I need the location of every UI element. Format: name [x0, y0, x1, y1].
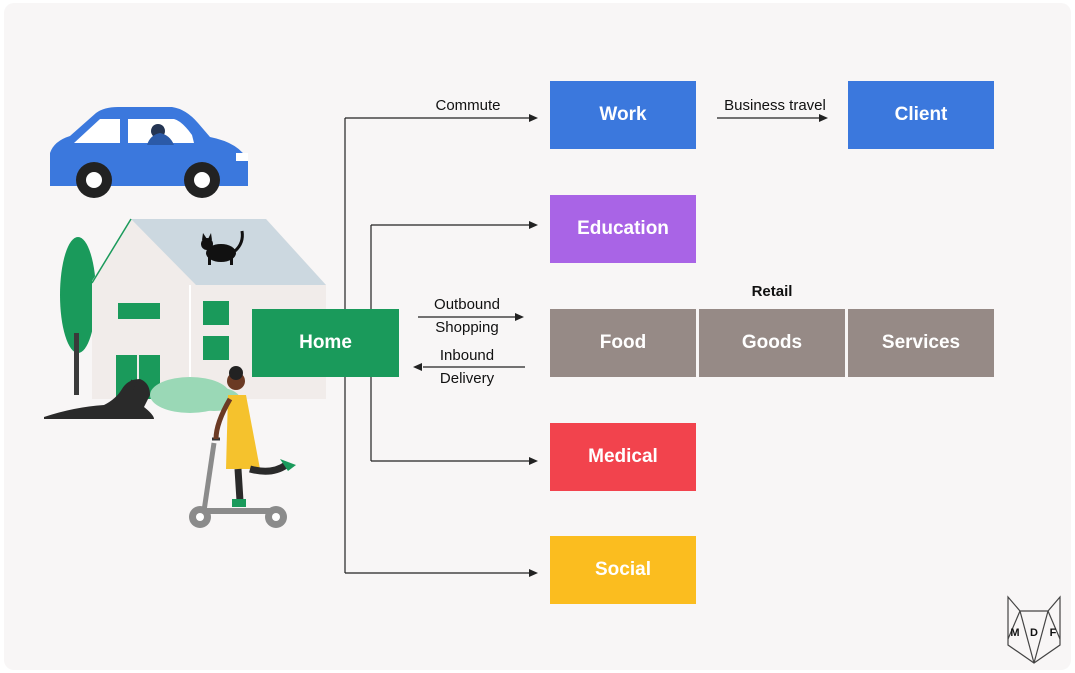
edge-label-inbound: Inbound [439, 347, 495, 364]
dog-illustration [44, 379, 154, 419]
work-node: Work [550, 81, 696, 149]
logo-letter-f: F [1049, 627, 1057, 639]
logo-letter-d: D [1030, 627, 1038, 639]
edge-label-commute: Commute [435, 97, 501, 114]
scooter-rider-illustration [189, 366, 296, 528]
retail-title: Retail [751, 283, 793, 300]
social-node: Social [550, 536, 696, 604]
tree-illustration [60, 237, 96, 395]
diagram-canvas: M D F Home Work Client Education Retail … [4, 3, 1071, 670]
edge-label-shopping: Shopping [435, 319, 499, 336]
goods-node: Goods [699, 309, 845, 377]
client-node: Client [848, 81, 994, 149]
car-illustration [50, 107, 248, 198]
cat-illustration [201, 230, 244, 265]
services-node: Services [848, 309, 994, 377]
home-node: Home [252, 309, 399, 377]
medical-node: Medical [550, 423, 696, 491]
edge-label-delivery: Delivery [439, 370, 495, 387]
logo-letter-m: M [1010, 627, 1020, 639]
food-node: Food [550, 309, 696, 377]
edge-label-business-travel: Business travel [724, 97, 826, 114]
mdf-logo [1007, 595, 1061, 664]
edge-label-outbound: Outbound [434, 296, 500, 313]
arrowheads [413, 114, 828, 577]
education-node: Education [550, 195, 696, 263]
